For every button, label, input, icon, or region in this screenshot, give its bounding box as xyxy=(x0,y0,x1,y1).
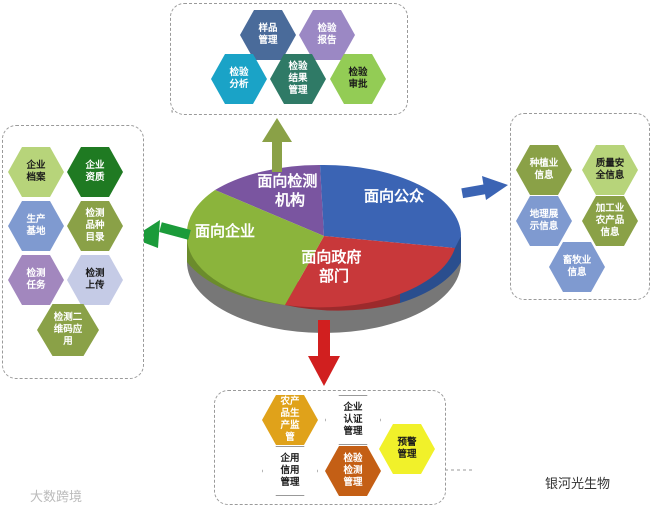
label-qiye: 面向企业 xyxy=(195,222,255,240)
arrow-down xyxy=(308,320,340,386)
label-zhengfu-line1: 面向政府 xyxy=(301,248,361,266)
label-zhengfu: 面向政府 部门 xyxy=(301,248,366,285)
hex-left-4: 检测 任务 xyxy=(8,255,64,305)
label-gongzhong: 面向公众 xyxy=(364,187,424,205)
slice-zhengfu xyxy=(285,236,455,308)
label-zhengfu-line2: 部门 xyxy=(319,267,349,285)
watermark-left: 大数跨境 xyxy=(30,490,83,505)
hex-top-1: 检验 报告 xyxy=(299,10,355,60)
label-jiance-line2: 机构 xyxy=(275,191,305,209)
arrow-up xyxy=(262,118,292,172)
hex-bottom-2: 预警 管理 xyxy=(379,424,435,474)
hex-top-4: 检验 审批 xyxy=(330,54,386,104)
slice-qiye xyxy=(186,190,324,305)
label-jiance-line1: 面向检测 xyxy=(257,172,317,190)
slice-jiance xyxy=(215,164,324,236)
hex-bottom-0: 农产 品生 产监 管 xyxy=(262,395,318,445)
label-jiance: 面向检测 机构 xyxy=(257,172,322,209)
hex-bottom-3: 企用 信用 管理 xyxy=(262,446,318,496)
slice-gongzhong xyxy=(320,164,461,248)
hex-bottom-1: 企业 认证 管理 xyxy=(325,395,381,445)
arrow-left xyxy=(132,220,191,248)
hex-bottom-4: 检验 检测 管理 xyxy=(325,446,381,496)
hex-left-5: 检测 上传 xyxy=(67,255,123,305)
pie-side xyxy=(187,236,461,333)
arrow-right xyxy=(461,176,508,200)
hex-top-3: 检验 结果 管理 xyxy=(270,54,326,104)
watermark-right: 银河光生物 xyxy=(545,477,611,492)
